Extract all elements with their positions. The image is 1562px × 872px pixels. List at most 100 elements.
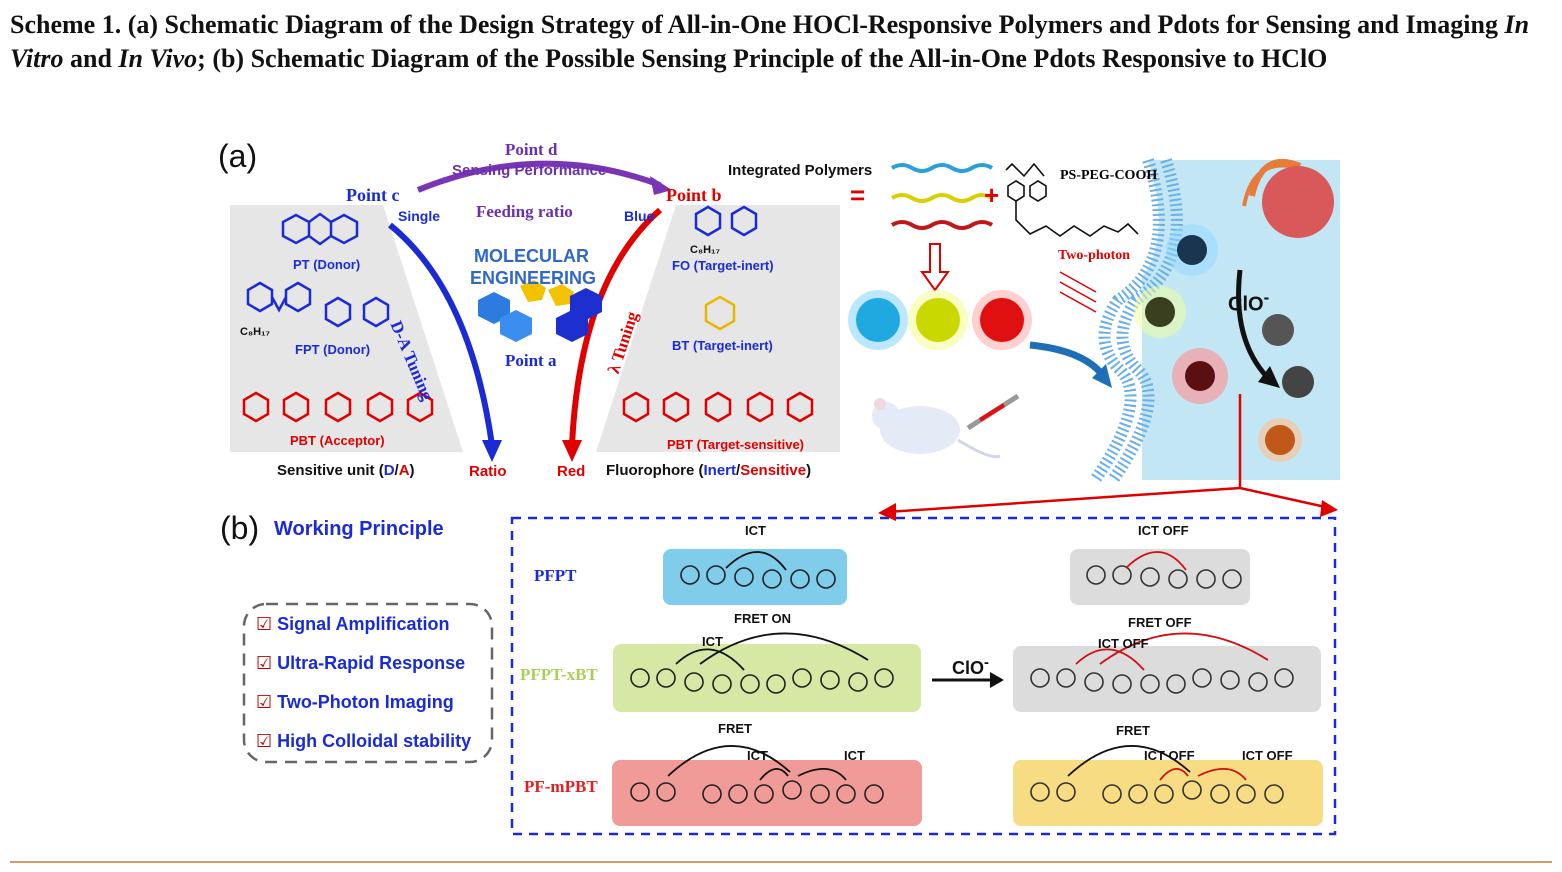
pfpt-xbt-after-box (1013, 646, 1321, 712)
bt-target-inert-label: BT (Target-inert) (672, 338, 773, 353)
fret-off-label: FRET OFF (1128, 615, 1192, 630)
pfpt-xbt-after-ict-arc (1075, 648, 1145, 671)
blue-label: Blue (624, 208, 655, 224)
pf-mpbt-box (612, 760, 922, 826)
pbt-acceptor-label: PBT (Acceptor) (290, 433, 385, 448)
pf-mpbt-structure (630, 780, 884, 804)
checkbox-icon: ☑ (256, 614, 273, 635)
red-label: Red (557, 463, 586, 480)
caption-in-vivo: In Vivo (118, 44, 198, 73)
features-dashed-box (242, 602, 494, 764)
cell-pdot-gray-1 (1262, 314, 1294, 346)
clo-arrowhead (1258, 366, 1280, 388)
cell-pdot-yellow (1134, 286, 1186, 338)
pbt-target-sensitive-label: PBT (Target-sensitive) (667, 437, 805, 452)
pf-mpbt-after-fret-label: FRET (1116, 723, 1150, 738)
pfpt-xbt-after-ict-off-label: ICT OFF (1098, 636, 1149, 651)
ratio-label: Ratio (469, 463, 507, 480)
fluorophore-slash: / (736, 462, 741, 479)
checkbox-icon: ☑ (256, 731, 273, 752)
pfpt-after-ict-off-label: ICT OFF (1138, 523, 1189, 538)
pf-mpbt-after-ict-off-label-1: ICT OFF (1144, 748, 1195, 763)
fluorophore-sensitive: Sensitive (740, 462, 807, 479)
pf-mpbt-after-ict-off-label-2: ICT OFF (1242, 748, 1293, 763)
reaction-arrowhead (990, 672, 1004, 688)
hollow-down-arrow (920, 243, 950, 292)
pf-mpbt-row-label: PF-mPBT (524, 777, 598, 796)
fluorophore-label: Fluorophore (Inert/Sensitive) (606, 462, 811, 479)
caption-in-vitro: In Vitro (10, 10, 1530, 73)
feature-item: ☑ Ultra-Rapid Response (256, 653, 471, 692)
feeding-ratio-label: Feeding ratio (476, 202, 573, 221)
pfpt-xbt-after-structure (1030, 668, 1294, 694)
two-photon-rays (1059, 271, 1097, 313)
pfpt-xbt-box (613, 644, 921, 712)
cell-pdot-gray-2 (1282, 366, 1314, 398)
pf-mpbt-after-ict-arc-1 (1159, 768, 1189, 781)
da-tuning-arrowhead (482, 440, 502, 462)
working-principle-title: Working Principle (274, 518, 444, 540)
sensitive-unit-prefix: Sensitive unit ( (277, 462, 384, 479)
ps-peg-cooh-structure (1005, 162, 1139, 237)
pfpt-ict-label: ICT (745, 523, 766, 538)
two-photon-label: Two-photon (1058, 248, 1131, 263)
connector-arrow (887, 394, 1331, 514)
sensitive-unit-a: A (398, 462, 410, 479)
feature-item: ☑ Two-Photon Imaging (256, 692, 471, 731)
molecular-blocks-icon (478, 280, 602, 342)
pfpt-after-structure (1086, 565, 1242, 589)
fret-on-label: FRET ON (734, 611, 792, 626)
da-tuning-arrow (388, 222, 495, 446)
feature-item: ☑ High Colloidal stability (256, 731, 471, 770)
left-gray-trapezoid (230, 205, 463, 452)
checkbox-icon: ☑ (256, 692, 273, 713)
syringe-icon (966, 393, 1020, 431)
feature-label: Ultra-Rapid Response (277, 653, 466, 673)
ps-peg-cooh-label: PS-PEG-COOH (1060, 168, 1158, 183)
pdot-red (972, 290, 1032, 350)
pf-mpbt-ict-arc-1 (759, 768, 789, 781)
pdot-yellow (908, 290, 968, 350)
fluorophore-prefix: Fluorophore ( (606, 462, 704, 479)
pbt-target-structure (622, 391, 814, 423)
pf-mpbt-fret-arc (667, 745, 791, 777)
sensitive-unit-slash: / (394, 462, 399, 479)
pf-mpbt-after-structure (1030, 780, 1284, 804)
clo-arrow (1236, 269, 1270, 380)
pf-mpbt-ict-label-1: ICT (747, 748, 768, 763)
cell-pdot-orange (1258, 418, 1302, 462)
cell-pdot-blue (1166, 224, 1218, 276)
fpt-structure (246, 281, 390, 328)
mouse-icon (872, 398, 1001, 459)
panel-a-label: (a) (218, 138, 258, 174)
plus-sign: + (984, 180, 1000, 210)
panel-b-dashed-frame (510, 516, 1337, 836)
pfpt-row-label: PFPT (534, 566, 577, 585)
single-label: Single (398, 208, 441, 224)
caption-and: and (63, 44, 119, 73)
reaction-clo-label: ClO- (952, 654, 989, 679)
pdot-blue (848, 290, 908, 350)
fo-c8h17: C₈H₁₇ (690, 244, 720, 256)
fo-structure (694, 205, 758, 237)
connector-arrowhead-left (878, 503, 896, 521)
fluorophore-suffix: ) (806, 462, 812, 479)
sensitive-unit-suffix: ) (409, 462, 415, 479)
feature-label: Two-Photon Imaging (277, 692, 454, 712)
pf-mpbt-after-ict-arc-2 (1197, 768, 1247, 781)
cell-clo-sup: - (1263, 288, 1270, 307)
point-c-label: Point c (346, 185, 400, 205)
checkbox-icon: ☑ (256, 653, 273, 674)
integrated-polymers-label: Integrated Polymers (728, 162, 873, 179)
fluorophore-inert: Inert (703, 462, 737, 479)
sensing-performance-label: Sensing Performance (452, 162, 607, 179)
pfpt-xbt-row-label: PFPT-xBT (520, 665, 598, 684)
cell-clo-label: ClO- (1228, 288, 1269, 317)
cell-membrane (1095, 160, 1159, 480)
feature-label: Signal Amplification (277, 614, 450, 634)
pfpt-after-box (1070, 549, 1250, 605)
point-d-arrowhead (650, 176, 672, 195)
pf-mpbt-fret-label: FRET (718, 721, 752, 736)
fpt-donor-label: FPT (Donor) (295, 342, 371, 357)
panel-b-label: (b) (220, 510, 260, 546)
